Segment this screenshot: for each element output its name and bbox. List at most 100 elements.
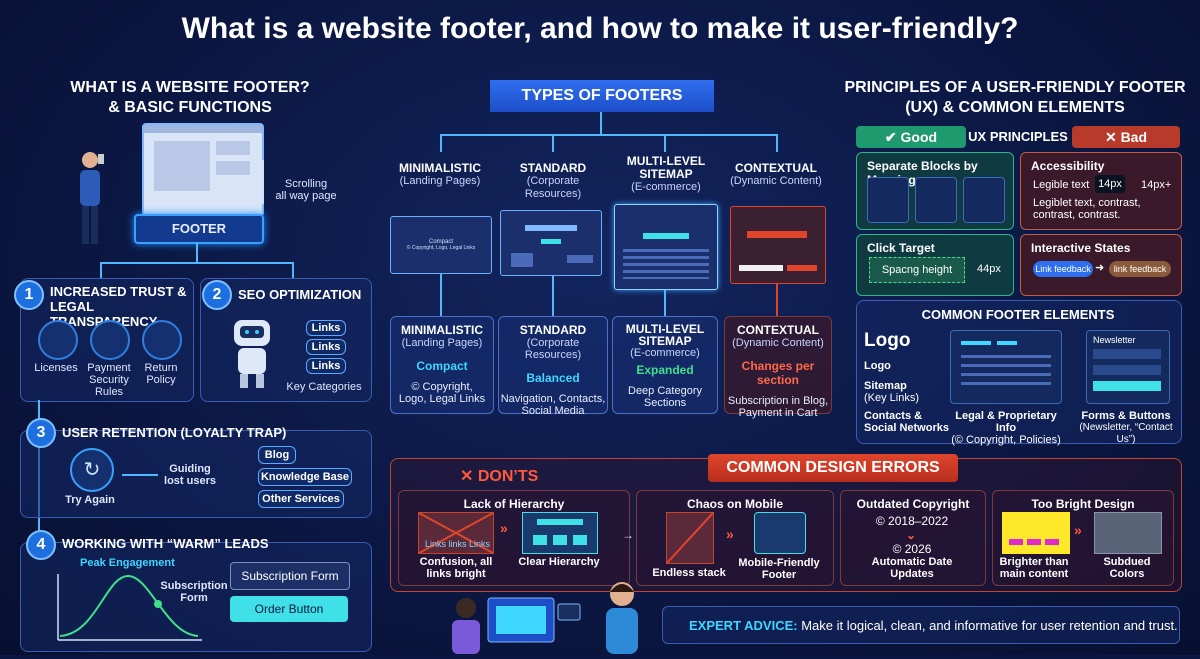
right-heading: PRINCIPLES OF A USER-FRIENDLY FOOTER (UX… [842, 78, 1188, 118]
connector [440, 134, 442, 152]
card-title: Accessibility [1031, 159, 1105, 173]
legible-text: Legible text [1033, 179, 1090, 191]
good-caption-line1: Mobile-Friendly [738, 557, 820, 569]
step-number: 4 [26, 530, 56, 560]
bad-caption-line2: main content [999, 568, 1069, 580]
return-box-icon [142, 320, 182, 360]
seo-link: Links [306, 358, 346, 374]
bad-mobile-mockup [666, 512, 714, 564]
legal-line: Legal & Proprietary Info [955, 410, 1057, 434]
arrow-icon: ➜ [1095, 262, 1105, 274]
option-other-services: Other Services [258, 490, 344, 508]
contacts-line2: Social Networks [864, 422, 949, 434]
card-title-line1: MULTI-LEVEL [625, 322, 705, 336]
subscription-form-button[interactable]: Subscription Form [230, 562, 350, 590]
block-icon [963, 177, 1005, 223]
good-caption-line2: Footer [761, 569, 797, 581]
type-name-line1: MULTI-LEVEL [626, 154, 706, 168]
scrolling-line1: Scrolling [284, 178, 328, 190]
contacts-line1: Contacts & [864, 410, 923, 422]
good-caption-line2: Updates [890, 568, 934, 580]
good-caption: Clear Hierarchy [518, 556, 600, 568]
sitemap-line: Sitemap [864, 380, 907, 392]
minimalistic-mockup: Compact © Copyright, Logo, Legal Links [390, 216, 492, 274]
error-copyright: Outdated Copyright [840, 490, 986, 586]
card-key: Changes per section [741, 359, 815, 387]
contextual-mockup [730, 206, 826, 284]
good-mobile-mockup [754, 512, 806, 554]
license-icon [38, 320, 78, 360]
card-title: MINIMALISTIC [401, 323, 483, 337]
contrast-text: Legiblet text, contrast,contrast, contra… [1033, 197, 1141, 221]
arrow-icon: » [726, 526, 734, 542]
type-name: MINIMALISTIC [399, 161, 481, 175]
subdued-mockup [1094, 512, 1162, 554]
connector [600, 112, 602, 136]
type-sub: (Dynamic Content) [730, 175, 822, 187]
advice-text: Make it logical, clean, and informative … [797, 618, 1178, 633]
connector [100, 262, 294, 264]
good-badge: ✔ Good [856, 126, 966, 148]
card-desc-line2: Logo, Legal Links [398, 393, 486, 405]
arrow [776, 284, 778, 316]
robot-illustration [222, 316, 282, 390]
card-title: STANDARD [519, 323, 587, 337]
key-categories: Key Categories [286, 381, 362, 393]
bad-caption-line2: links bright [426, 568, 486, 580]
trust-title-line1: INCREASED TRUST & [50, 284, 187, 299]
expert-advice: EXPERT ADVICE: Make it logical, clean, a… [662, 606, 1180, 644]
mock-text: Compact [428, 239, 453, 245]
card-key: Balanced [526, 371, 580, 385]
bad-badge: ✕ Bad [1072, 126, 1180, 148]
connector [776, 134, 778, 152]
bright-mockup [1002, 512, 1070, 554]
browser-mockup [142, 123, 264, 217]
left-heading: WHAT IS A WEBSITE FOOTER? & BASIC FUNCTI… [40, 78, 340, 118]
step-number: 2 [202, 280, 232, 310]
arrow-icon: » [1074, 522, 1082, 538]
card-desc-line2: Sections [643, 397, 687, 409]
separate-blocks-card: Separate Blocks by Meaning [856, 152, 1014, 230]
bad-caption: Endless stack [652, 567, 726, 579]
link-feedback-default[interactable]: Link feedback [1033, 261, 1093, 277]
card-desc-line2: Social Media [521, 405, 585, 417]
step-number: 3 [26, 418, 56, 448]
order-button[interactable]: Order Button [230, 596, 348, 622]
old-copyright: © 2018–2022 [875, 514, 949, 528]
spacing-box: Spacng height [869, 257, 965, 283]
card-title-line2: SITEMAP [638, 334, 692, 348]
error-title: Too Bright Design [1031, 497, 1135, 511]
page-title: What is a website footer, and how to mak… [181, 12, 1019, 45]
card-key: Expanded [636, 363, 694, 377]
type-sub: (Landing Pages) [399, 175, 481, 187]
return-label: Return Policy [144, 362, 178, 386]
logo-big: Logo [864, 330, 911, 351]
type-header-minimalistic: MINIMALISTIC(Landing Pages) [388, 162, 492, 188]
type-sub: (E-commerce) [631, 181, 701, 193]
link-feedback-hover[interactable]: link feedback [1109, 261, 1171, 277]
arrow-line [122, 474, 158, 476]
type-sub: (Corporate Resources) [524, 175, 582, 200]
legal-sub-line: (© Copyright, Policies) [951, 434, 1061, 446]
bad-caption-line1: Brighter than [999, 556, 1069, 568]
subscription-note: Subscription Form [158, 580, 230, 604]
good-hierarchy-mockup [522, 512, 598, 554]
card-desc-line1: Navigation, Contacts, [500, 393, 606, 405]
guiding-label: Guiding lost users [160, 463, 220, 487]
legal-label: Legal & Proprietary Info(© Copyright, Po… [944, 410, 1068, 446]
step-number: 1 [14, 280, 44, 310]
connector [292, 262, 294, 278]
type-card-minimalistic: MINIMALISTIC (Landing Pages) Compact © C… [390, 316, 494, 414]
connector [100, 262, 102, 278]
error-title: Lack of Hierarchy [463, 497, 565, 511]
seo-link: Links [306, 320, 346, 336]
connector [196, 242, 198, 264]
retry-icon: ↻ [70, 448, 114, 492]
right-heading-line2: (UX) & COMMON ELEMENTS [905, 99, 1125, 116]
links-text: Links links Links [425, 539, 491, 549]
